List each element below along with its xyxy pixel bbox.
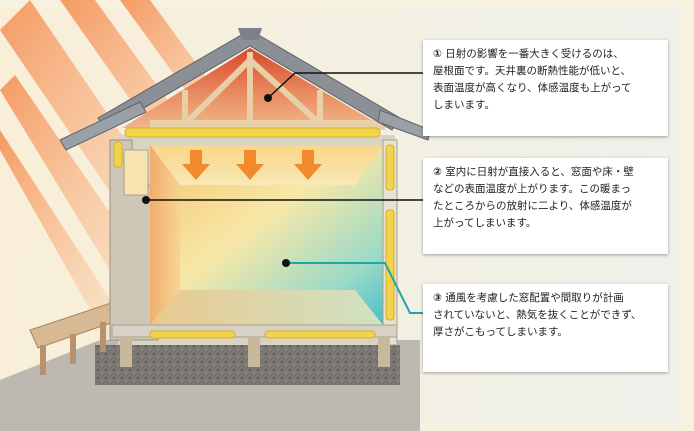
callout-roof: ① 日射の影響を一番大きく受けるのは、 屋根面です。天井裏の断熱性能が低いと、 …: [423, 40, 668, 136]
callout-1-line-1: ① 日射の影響を一番大きく受けるのは、: [433, 46, 660, 63]
callout-2-line-1: ② 室内に日射が直接入ると、窓面や床・壁: [433, 164, 660, 181]
callout-3-line-1: ③ 通風を考慮した窓配置や間取りが計画: [433, 290, 660, 307]
callout-3-line-2: されていないと、熱気を抜くことができず、: [433, 307, 660, 324]
callout-3-line-3: 厚さがこもってしまいます。: [433, 324, 660, 341]
callout-1-line-4: しまいます。: [433, 97, 660, 114]
callout-1-line-3: 表面温度が高くなり、体感温度も上がって: [433, 80, 660, 97]
callout-2-line-4: 上がってしまいます。: [433, 215, 660, 232]
callout-1-line-2: 屋根面です。天井裏の断熱性能が低いと、: [433, 63, 660, 80]
callout-2-line-3: たところからの放射に二より、体感温度が: [433, 198, 660, 215]
callout-ventilation: ③ 通風を考慮した窓配置や間取りが計画 されていないと、熱気を抜くことができず、…: [423, 284, 668, 372]
gravel-foundation: [95, 345, 400, 385]
callout-window-radiation: ② 室内に日射が直接入ると、窓面や床・壁 などの表面温度が上がります。この暖まっ…: [423, 158, 668, 254]
callout-2-line-2: などの表面温度が上がります。この暖まっ: [433, 181, 660, 198]
